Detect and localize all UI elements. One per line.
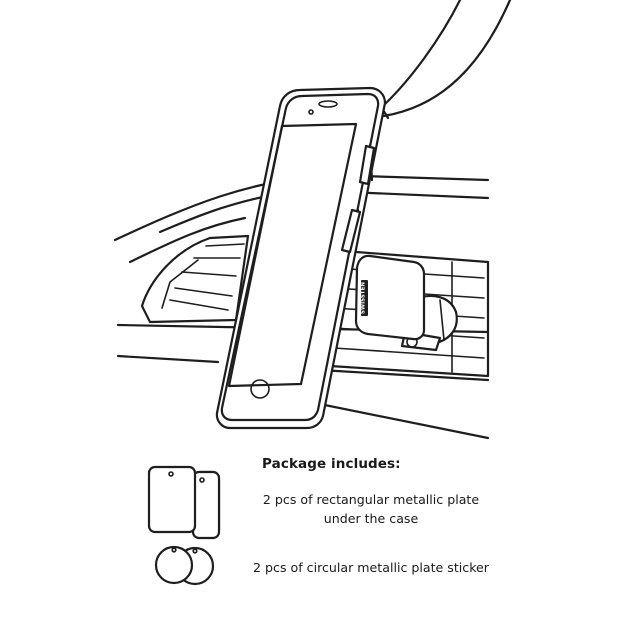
smartphone-icon: [215, 86, 387, 430]
package-title: Package includes:: [262, 456, 401, 472]
circular-plate-description: 2 pcs of circular metallic plate sticker: [226, 558, 516, 577]
rectangular-plate-line2: under the case: [323, 511, 419, 526]
circular-plate-line1: 2 pcs of circular metallic plate sticker: [253, 560, 489, 575]
hand-icon: [378, 0, 512, 120]
rectangular-plate-line1: 2 pcs of rectangular metallic plate: [262, 492, 480, 507]
rectangular-plates-icon: [147, 465, 221, 540]
brand-label: SWISSTEN: [361, 282, 367, 314]
rectangular-plate-description: 2 pcs of rectangular metallic plate unde…: [226, 490, 516, 528]
circular-plates-icon: [154, 545, 215, 586]
magnetic-mount-icon: SWISSTEN: [354, 254, 458, 352]
